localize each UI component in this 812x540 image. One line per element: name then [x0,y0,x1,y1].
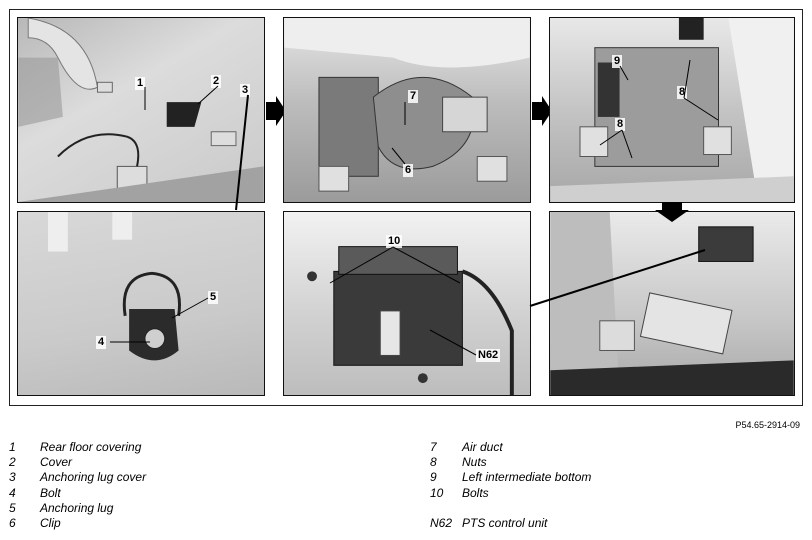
legend-text: Bolt [40,485,61,500]
legend-key: 1 [9,440,16,454]
legend-key: 7 [430,440,437,454]
legend-text: PTS control unit [462,515,548,530]
photo-anchoring-lug [17,211,265,396]
photo-trunk-overview [549,211,795,396]
legend-text: Left intermediate bottom [462,470,592,485]
callout-1: 1 [135,77,146,90]
callout-5: 5 [208,291,219,304]
legend-key: 5 [9,500,16,515]
callout-3: 3 [240,84,251,97]
arrow-down-icon [655,202,689,227]
callout-7: 7 [408,90,419,103]
figure-id: P54.65-2914-09 [735,420,800,430]
legend-text: Air duct [462,440,503,454]
legend-key: 9 [430,470,437,485]
legend-text: Anchoring lug [40,500,114,515]
callout-4: 4 [96,336,107,349]
legend-text: Rear floor covering [40,440,142,454]
callout-10: 10 [386,235,403,248]
photo-pts-control-unit [283,211,531,396]
callout-2: 2 [211,75,222,88]
callout-6: 6 [403,164,414,177]
legend-text: Anchoring lug cover [40,470,147,485]
arrow-right-icon [266,96,286,131]
arrow-right-icon [532,96,552,131]
legend-key: 3 [9,470,16,485]
legend-text: Cover [40,455,73,470]
photo-intermediate-bottom [549,17,795,203]
legend-key: 2 [9,455,16,470]
callout-9: 9 [612,55,623,68]
photo-rear-floor-covering [17,17,265,203]
legend-text: Clip [40,515,61,530]
legend-key: 6 [9,515,16,530]
photo-air-duct [283,17,531,203]
legend-key: N62 [430,515,453,530]
callout-8-top: 8 [677,86,688,99]
legend-text: Bolts [462,485,489,500]
legend-key: 10 [430,485,444,500]
callout-8-left: 8 [615,118,626,131]
callout-n62: N62 [476,349,501,362]
legend-text: Nuts [462,455,487,470]
legend-key: 8 [430,455,437,470]
legend-key: 4 [9,485,16,500]
